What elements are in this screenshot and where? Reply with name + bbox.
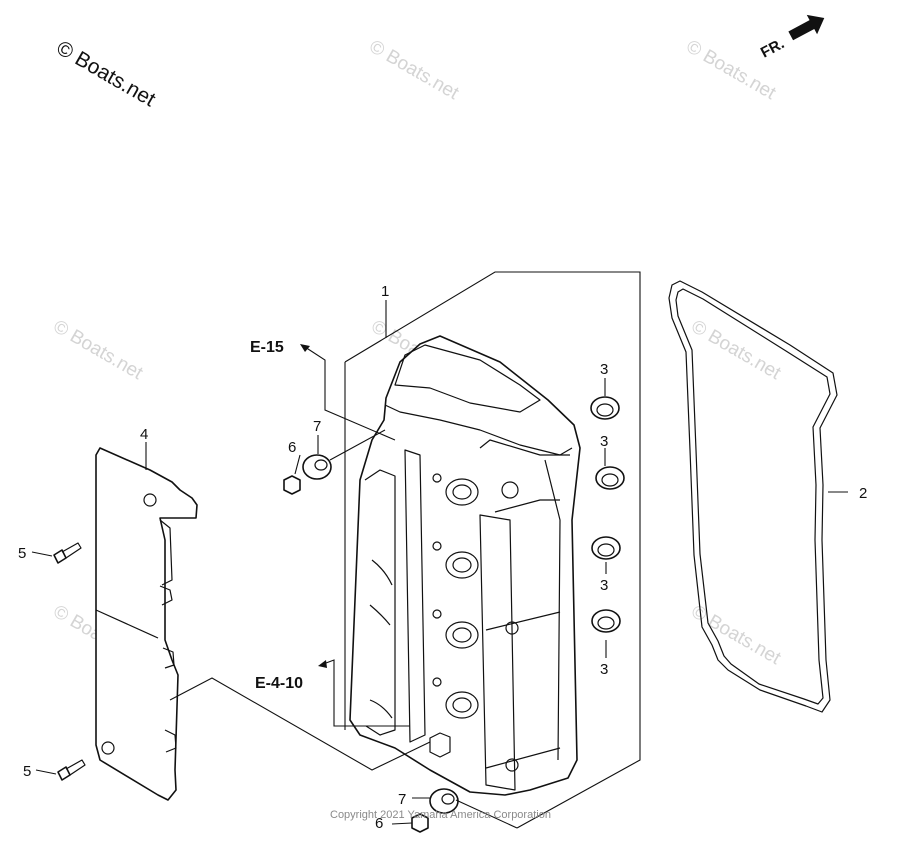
plug-well xyxy=(445,478,479,506)
front-direction-indicator: FR. xyxy=(758,14,825,62)
callout-3: 3 xyxy=(600,361,608,378)
callout-3: 3 xyxy=(600,661,608,678)
callout-4: 4 xyxy=(140,426,148,443)
screw xyxy=(53,542,82,564)
reference-e15: E-15 xyxy=(250,339,284,356)
watermark: © Boats.net xyxy=(50,316,147,384)
callout-5: 5 xyxy=(23,763,31,780)
callout-5: 5 xyxy=(18,545,26,562)
nut xyxy=(283,475,301,495)
callout-7: 7 xyxy=(398,791,406,808)
plug-well xyxy=(445,691,479,719)
grommet xyxy=(302,454,332,480)
watermark: © Boats.net xyxy=(688,316,785,384)
seal-ring xyxy=(591,536,621,560)
callout-1: 1 xyxy=(381,283,389,300)
callout-6: 6 xyxy=(288,439,296,456)
plug-well xyxy=(445,621,479,649)
callout-6: 6 xyxy=(375,815,383,832)
gasket xyxy=(668,280,838,713)
watermark: © Boats.net xyxy=(366,36,463,104)
callout-7: 7 xyxy=(313,418,321,435)
side-cover xyxy=(95,447,198,801)
watermark: © Boats.net xyxy=(688,601,785,669)
reference-e410: E-4-10 xyxy=(255,675,303,692)
assembly-frame xyxy=(344,271,641,829)
nut xyxy=(411,813,429,833)
seal-ring xyxy=(590,396,620,420)
seal-ring xyxy=(591,609,621,633)
plug-well xyxy=(445,551,479,579)
brand-label: © Boats.net xyxy=(53,36,160,111)
leader-lines xyxy=(31,300,848,829)
copyright-notice: Copyright 2021 Yamaha America Corporatio… xyxy=(330,809,551,821)
callout-2: 2 xyxy=(859,485,867,502)
cylinder-head-cover xyxy=(349,335,581,796)
front-label: FR. xyxy=(758,35,787,61)
callout-3: 3 xyxy=(600,577,608,594)
seal-ring xyxy=(595,466,625,490)
front-arrow-icon xyxy=(788,14,825,41)
callout-3: 3 xyxy=(600,433,608,450)
screw xyxy=(57,759,86,781)
